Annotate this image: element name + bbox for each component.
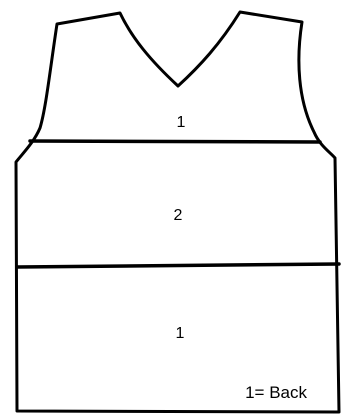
section-label-top: 1 <box>177 114 186 131</box>
section-label-middle: 2 <box>174 207 183 224</box>
divider-lower <box>17 264 339 267</box>
legend: 1= Back <box>245 383 307 402</box>
section-label-bottom: 1 <box>176 325 185 342</box>
divider-upper <box>30 141 320 142</box>
